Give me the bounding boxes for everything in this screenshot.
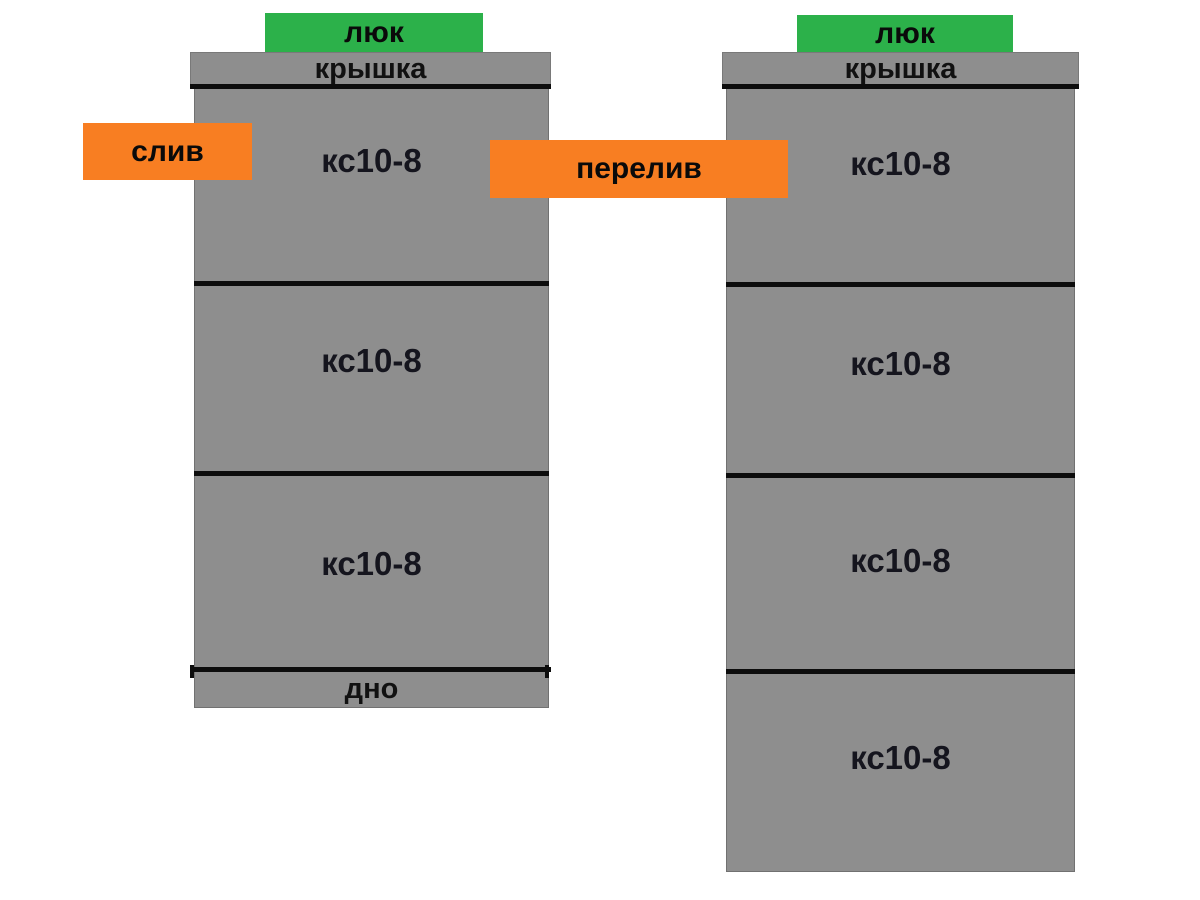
left-ring-1-label: кс10-8 (321, 142, 422, 179)
right-hatch-label: люк (875, 16, 935, 50)
overflow-label: перелив (576, 152, 702, 185)
right-joint-line-4 (726, 669, 1075, 674)
right-ring-1-label: кс10-8 (850, 145, 951, 182)
right-joint-line-1 (722, 84, 1079, 89)
left-bottom-line-end-tick (545, 665, 549, 678)
right-ring-3-label: кс10-8 (850, 542, 951, 579)
right-well-lid: крышка (722, 52, 1079, 86)
left-hatch-box: люк (265, 13, 483, 52)
drain-label: слив (131, 134, 204, 168)
left-bottom-label: дно (344, 673, 399, 705)
left-joint-line-3 (194, 471, 549, 476)
left-ring-3-label: кс10-8 (321, 545, 422, 582)
right-ring-2-label: кс10-8 (850, 345, 951, 382)
left-well-lid: крышка (190, 52, 551, 86)
left-well-body (194, 52, 549, 708)
overflow-pipe-tag: перелив (490, 140, 788, 198)
left-hatch-label: люк (344, 15, 404, 49)
right-ring-4-label: кс10-8 (850, 739, 951, 776)
right-lid-label: крышка (844, 52, 957, 85)
left-ring-2-label: кс10-8 (321, 342, 422, 379)
left-bottom-line-end-tick (190, 665, 194, 678)
left-joint-line-1 (190, 84, 551, 89)
right-joint-line-3 (726, 473, 1075, 478)
right-hatch-box: люк (797, 15, 1013, 52)
right-joint-line-2 (726, 282, 1075, 287)
drain-pipe-tag: слив (83, 123, 252, 180)
left-bottom-line (190, 667, 551, 672)
left-lid-label: крышка (314, 52, 427, 85)
left-joint-line-2 (194, 281, 549, 286)
